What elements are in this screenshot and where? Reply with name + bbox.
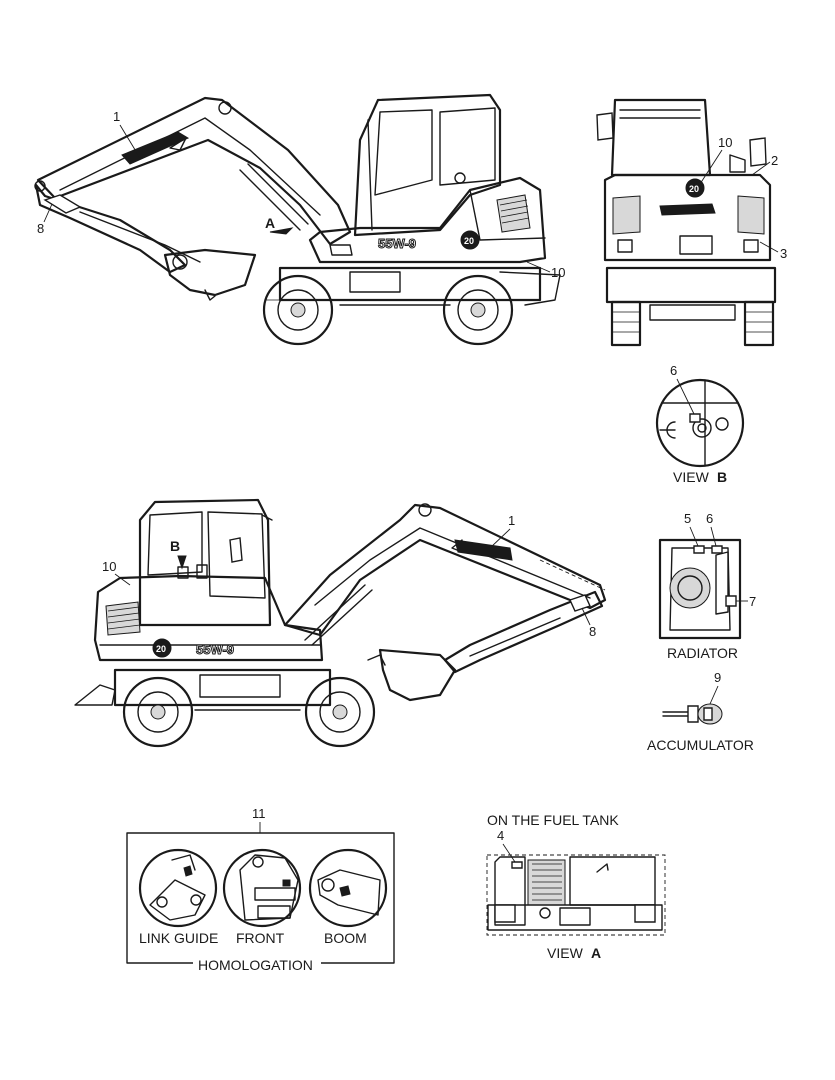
accumulator-caption: ACCUMULATOR	[647, 737, 754, 753]
model-decal-bottom: 55W-9	[196, 642, 234, 657]
rear-grille-right	[737, 195, 765, 235]
callout-10-rear: 10	[718, 135, 732, 150]
front-caption: FRONT	[236, 930, 285, 946]
view-b-decal	[689, 413, 701, 423]
view-b-detail	[655, 378, 745, 468]
callout-6-radiator: 6	[706, 511, 713, 526]
rear-grille-left	[612, 195, 641, 235]
excavator-rear-view: 20	[596, 98, 777, 347]
front-decal	[282, 879, 291, 887]
homologation-caption: HOMOLOGATION	[198, 957, 313, 973]
link-guide-decal	[183, 865, 193, 877]
fuel-tank-caption: ON THE FUEL TANK	[487, 812, 619, 828]
view-b-letter: B	[717, 469, 727, 485]
callout-7: 7	[749, 594, 756, 609]
view-b-arrow	[177, 555, 187, 570]
callout-3: 3	[780, 246, 787, 261]
callout-2: 2	[771, 153, 778, 168]
rear-decal	[659, 203, 716, 216]
callout-1-top: 1	[113, 109, 120, 124]
anniversary-badge-rear: 20	[689, 184, 699, 194]
fuel-tank-decal	[511, 861, 523, 869]
view-b-marker: B	[170, 538, 180, 554]
callout-10-side: 10	[551, 265, 565, 280]
boom-caption: BOOM	[324, 930, 367, 946]
model-decal-top: 55W-9	[378, 236, 416, 251]
radiator-grille-side-bottom	[105, 601, 141, 636]
arm-decal-top	[43, 194, 82, 214]
view-a-arrow	[269, 227, 294, 235]
radiator-decal-6	[711, 545, 723, 554]
callout-11: 11	[252, 806, 266, 821]
link-guide-caption: LINK GUIDE	[139, 930, 218, 946]
radiator-detail	[658, 538, 742, 640]
excavator-side-view-top: 55W-9 20 A	[34, 93, 561, 346]
callout-10-bottom: 10	[102, 559, 116, 574]
homologation-box	[126, 832, 395, 964]
callout-4: 4	[497, 828, 504, 843]
excavator-side-view-bottom: 20 55W-9 B	[74, 498, 607, 748]
boom-decal-bottom	[454, 539, 513, 561]
radiator-decal-5	[693, 545, 705, 554]
callout-8-bottom: 8	[589, 624, 596, 639]
view-a-marker: A	[265, 215, 275, 231]
callout-5: 5	[684, 511, 691, 526]
callout-8-top: 8	[37, 221, 44, 236]
boom-homologation-decal	[339, 885, 351, 897]
anniversary-badge-top: 20	[464, 236, 474, 246]
view-b-word: VIEW	[673, 469, 710, 485]
accumulator-detail	[662, 703, 723, 725]
callout-9: 9	[714, 670, 721, 685]
view-a-letter: A	[591, 945, 601, 961]
view-a-detail	[486, 854, 666, 936]
anniversary-badge-bottom: 20	[156, 644, 166, 654]
view-a-word: VIEW	[547, 945, 584, 961]
callout-6-viewb: 6	[670, 363, 677, 378]
radiator-caption: RADIATOR	[667, 645, 738, 661]
callout-1-bottom: 1	[508, 513, 515, 528]
arm-decal-bottom	[569, 594, 591, 612]
radiator-decal-7	[725, 595, 737, 607]
accumulator-decal	[703, 707, 713, 721]
